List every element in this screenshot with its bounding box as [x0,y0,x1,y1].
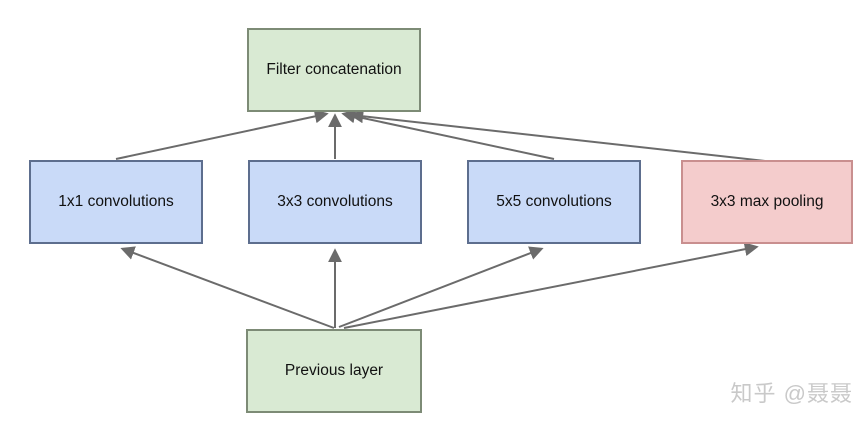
edge-conv-5x5-to-filter-concatenation [341,109,555,160]
edge-previous-layer-to-max-pooling [343,242,759,329]
node-label: Previous layer [284,361,384,379]
node-max-pooling-3x3: 3x3 max pooling [681,160,853,244]
node-conv-5x5: 5x5 convolutions [467,160,641,244]
zhihu-watermark: 知乎 @聂聂 [730,381,853,406]
node-label: 5x5 convolutions [496,192,612,210]
node-previous-layer: Previous layer [246,329,422,413]
node-label: 1x1 convolutions [58,192,174,210]
node-label: 3x3 convolutions [277,192,393,210]
node-conv-3x3: 3x3 convolutions [248,160,422,244]
edge-max-pooling-to-filter-concatenation [349,109,766,162]
edge-previous-layer-to-conv-5x5 [338,246,544,328]
node-label: 3x3 max pooling [710,192,824,210]
node-filter-concatenation: Filter concatenation [247,28,421,112]
edge-previous-layer-to-conv-1x1 [120,246,335,329]
edge-conv-1x1-to-filter-concatenation [115,109,329,160]
node-conv-1x1: 1x1 convolutions [29,160,203,244]
node-label: Filter concatenation [266,60,402,78]
